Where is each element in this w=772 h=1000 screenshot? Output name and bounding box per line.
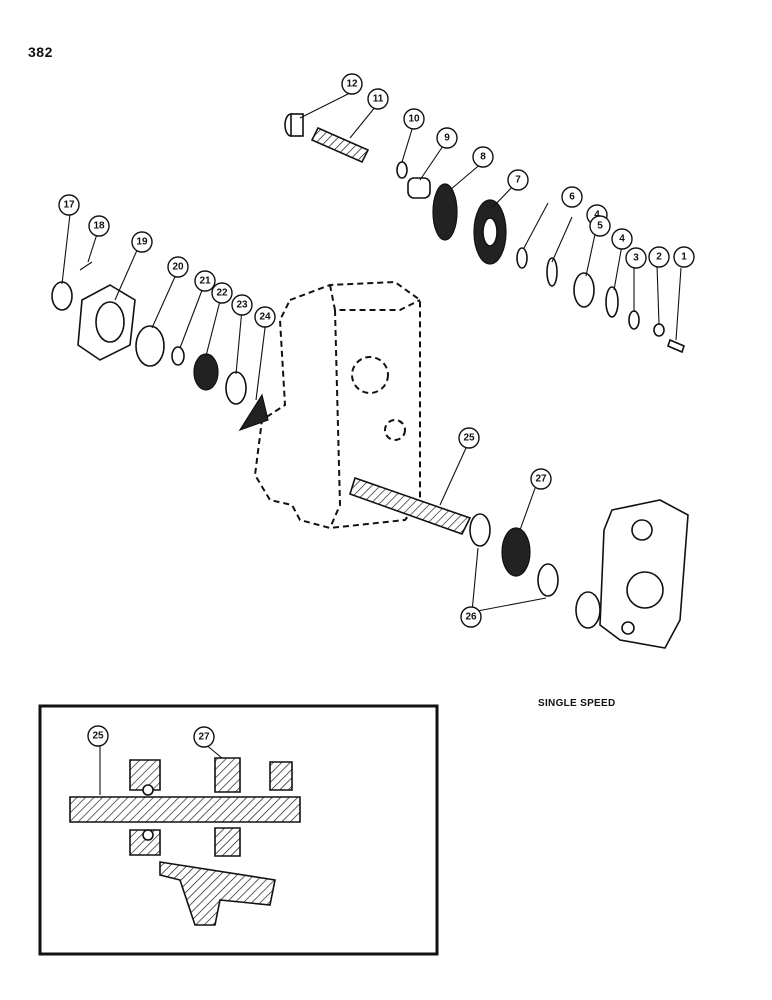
callout-circle-11: 11 bbox=[367, 88, 389, 110]
callout-circle-3: 3 bbox=[625, 247, 647, 269]
callout-label: 9 bbox=[444, 133, 450, 144]
callout-label: 25 bbox=[463, 433, 475, 444]
callout-label: 23 bbox=[236, 300, 248, 311]
callout-circle-6: 6 bbox=[561, 186, 583, 208]
callout-label: 24 bbox=[259, 312, 271, 323]
callout-label: 27 bbox=[535, 474, 547, 485]
diagram-caption: SINGLE SPEED bbox=[538, 698, 616, 709]
callout-circle-17: 17 bbox=[58, 194, 80, 216]
callout-circle-21: 21 bbox=[194, 270, 216, 292]
callout-label: 1 bbox=[681, 252, 687, 263]
callout-label: 8 bbox=[480, 152, 486, 163]
callout-circle-27: 27 bbox=[530, 468, 552, 490]
right-cover bbox=[599, 499, 689, 649]
callout-label: 17 bbox=[63, 200, 75, 211]
callout-label: 20 bbox=[172, 262, 184, 273]
callout-circle-4b: 4 bbox=[611, 228, 633, 250]
callout-circle-8: 8 bbox=[472, 146, 494, 168]
callout-label: 11 bbox=[373, 94, 384, 105]
inset-callout-27: 27 bbox=[193, 726, 215, 748]
callout-circle-24: 24 bbox=[254, 306, 276, 328]
callout-circle-2: 2 bbox=[648, 246, 670, 268]
callout-label: 18 bbox=[93, 221, 105, 232]
callout-label: 10 bbox=[408, 114, 420, 125]
callout-circle-20: 20 bbox=[167, 256, 189, 278]
inset-cross-section: 25 27 bbox=[38, 704, 439, 956]
callout-circle-18: 18 bbox=[88, 215, 110, 237]
callout-circle-23: 23 bbox=[231, 294, 253, 316]
callout-label: 26 bbox=[465, 612, 477, 623]
callout-circle-9: 9 bbox=[436, 127, 458, 149]
left-side-parts bbox=[51, 261, 269, 432]
callout-label: 4 bbox=[594, 210, 600, 221]
callout-circle-7: 7 bbox=[507, 169, 529, 191]
callout-label: 7 bbox=[515, 175, 521, 186]
callout-label: 5 bbox=[597, 221, 603, 232]
callout-circle-22: 22 bbox=[211, 282, 233, 304]
inset-callout-25: 25 bbox=[87, 725, 109, 747]
callout-label: 12 bbox=[346, 79, 358, 90]
callout-label: 6 bbox=[569, 192, 575, 203]
lower-shaft-parts bbox=[349, 476, 601, 629]
callout-circle-5: 5 bbox=[589, 215, 611, 237]
callout-circle-10: 10 bbox=[403, 108, 425, 130]
callout-circle-26: 26 bbox=[460, 606, 482, 628]
callout-label: 21 bbox=[199, 276, 211, 287]
callout-circle-19: 19 bbox=[131, 231, 153, 253]
callout-label: 2 bbox=[656, 252, 662, 263]
gearbox-housing bbox=[253, 280, 421, 530]
callout-circle-1: 1 bbox=[673, 246, 695, 268]
callout-leaders bbox=[61, 91, 682, 613]
callout-circle-12: 12 bbox=[341, 73, 363, 95]
callout-circle-25: 25 bbox=[458, 427, 480, 449]
callout-label: 19 bbox=[136, 237, 148, 248]
page-number: 382 bbox=[28, 44, 53, 60]
callout-label: 3 bbox=[633, 253, 639, 264]
callout-label: 22 bbox=[216, 288, 228, 299]
callout-label: 25 bbox=[92, 731, 104, 742]
callout-label: 27 bbox=[198, 732, 210, 743]
callout-label: 4 bbox=[619, 234, 625, 245]
